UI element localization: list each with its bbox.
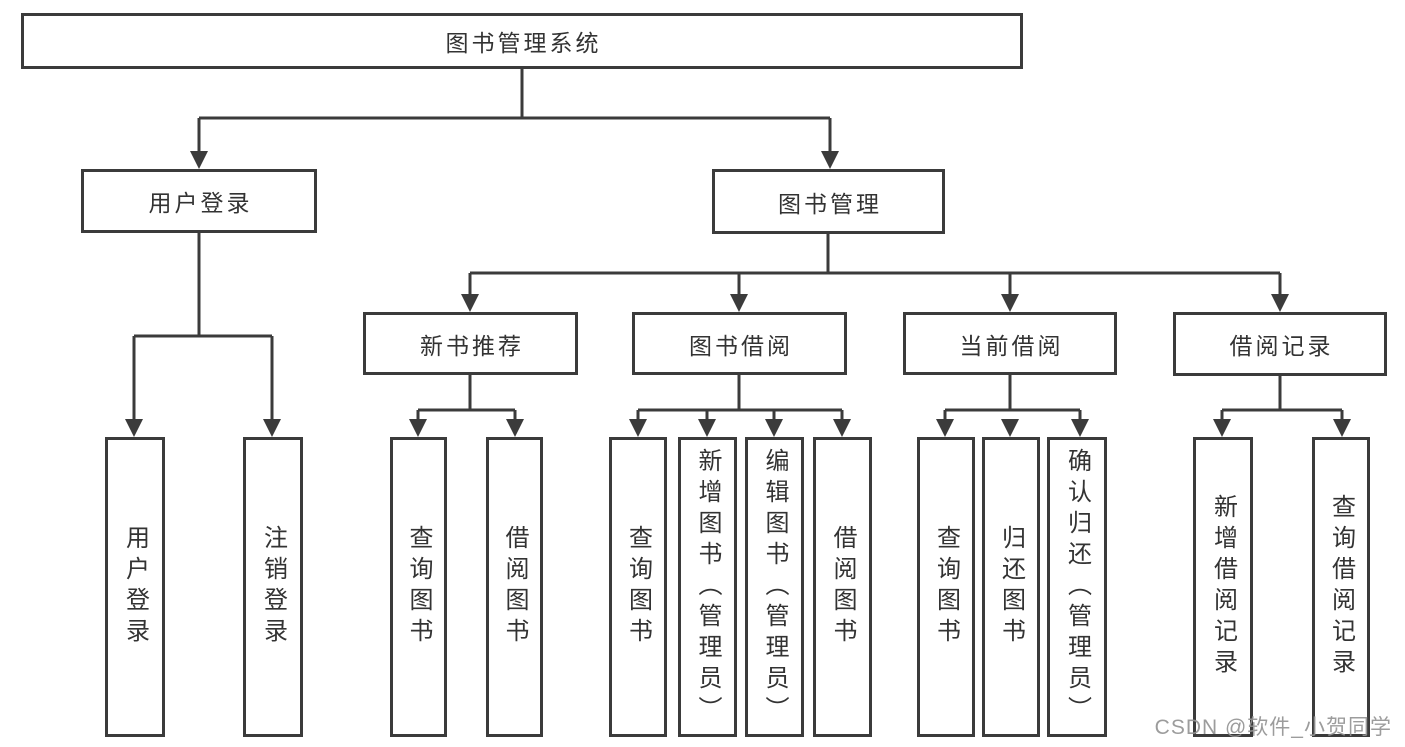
node-leaf-edit-book-admin: 编辑图书（管理员） (745, 437, 804, 737)
arrow-down-icon (629, 419, 647, 437)
node-label: 归还图书 (997, 525, 1025, 649)
node-leaf-query-book: 查询图书 (917, 437, 975, 737)
node-label: 编辑图书（管理员） (761, 447, 788, 727)
node-borrow-record: 借阅记录 (1173, 312, 1387, 376)
node-label: 查询图书 (624, 525, 652, 649)
arrow-down-icon (765, 419, 783, 437)
node-label: 图书管理 (778, 190, 882, 217)
node-label: 当前借阅 (959, 332, 1064, 359)
node-leaf-query-book: 查询图书 (390, 437, 447, 737)
node-label: 确认归还（管理员） (1063, 447, 1091, 727)
arrow-down-icon (409, 419, 427, 437)
node-leaf-user-login: 用户登录 (105, 437, 165, 737)
node-label: 新增借阅记录 (1209, 494, 1237, 680)
arrow-down-icon (821, 151, 839, 169)
node-label: 新书推荐 (420, 332, 524, 359)
arrow-down-icon (1333, 419, 1351, 437)
node-label: 借阅图书 (829, 525, 856, 649)
node-label: 注销登录 (259, 525, 287, 649)
arrow-down-icon (506, 419, 524, 437)
arrow-down-icon (190, 151, 208, 169)
node-leaf-query-book: 查询图书 (609, 437, 667, 737)
connector-root (197, 69, 832, 152)
arrow-down-icon (730, 294, 748, 312)
arrow-down-icon (1001, 294, 1019, 312)
node-leaf-return-book: 归还图书 (982, 437, 1040, 737)
node-leaf-query-borrow-record: 查询借阅记录 (1312, 437, 1370, 737)
node-label: 图书管理系统 (445, 30, 602, 56)
node-label: 借阅图书 (501, 525, 528, 649)
node-book-borrow: 图书借阅 (632, 312, 847, 375)
node-leaf-add-book-admin: 新增图书（管理员） (678, 437, 737, 737)
connector-borrow (636, 375, 844, 420)
arrow-down-icon (936, 419, 954, 437)
connector-current (943, 375, 1082, 420)
node-leaf-borrow-book: 借阅图书 (813, 437, 872, 737)
node-label: 查询图书 (405, 525, 432, 649)
connector-login (132, 233, 274, 420)
node-leaf-confirm-return-admin: 确认归还（管理员） (1047, 437, 1107, 737)
arrow-down-icon (263, 419, 281, 437)
node-label: 借阅记录 (1229, 333, 1334, 359)
arrow-down-icon (461, 294, 479, 312)
node-label: 查询借阅记录 (1327, 494, 1355, 680)
node-user-login: 用户登录 (81, 169, 317, 233)
connector-mgmt (468, 234, 1282, 295)
arrow-down-icon (833, 419, 851, 437)
arrow-down-icon (125, 419, 143, 437)
arrow-down-icon (1071, 419, 1089, 437)
connector-record (1220, 376, 1344, 420)
node-leaf-logout: 注销登录 (243, 437, 303, 737)
arrow-down-icon (698, 419, 716, 437)
node-label: 图书借阅 (689, 332, 793, 359)
arrow-down-icon (1271, 294, 1289, 312)
arrowheads (125, 151, 1351, 437)
node-label: 用户登录 (121, 525, 149, 649)
node-leaf-borrow-book: 借阅图书 (486, 437, 543, 737)
connector-newrec (416, 375, 517, 420)
node-current-borrow: 当前借阅 (903, 312, 1117, 375)
node-label: 用户登录 (148, 190, 253, 216)
arrow-down-icon (1001, 419, 1019, 437)
node-label: 新增图书（管理员） (694, 447, 721, 727)
node-new-book-recommend: 新书推荐 (363, 312, 578, 375)
arrow-down-icon (1213, 419, 1231, 437)
node-library-management-system: 图书管理系统 (21, 13, 1023, 69)
node-label: 查询图书 (932, 525, 960, 649)
node-leaf-add-borrow-record: 新增借阅记录 (1193, 437, 1253, 737)
node-book-management: 图书管理 (712, 169, 945, 234)
